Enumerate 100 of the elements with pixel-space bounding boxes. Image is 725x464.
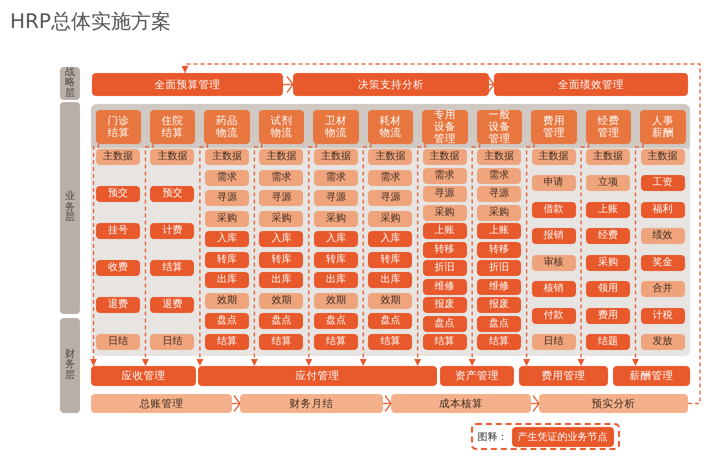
process-box: 薪酬管理 xyxy=(613,366,690,386)
column-header: 一般设备管理 xyxy=(476,110,522,144)
task-box: 寻源 xyxy=(259,190,304,206)
task-box: 寻源 xyxy=(314,190,358,206)
layer-band: 财务层 xyxy=(60,318,80,413)
task-box: 上账 xyxy=(422,223,467,239)
task-box: 主数据 xyxy=(532,149,576,165)
task-box: 日结 xyxy=(96,334,140,350)
task-box: 报废 xyxy=(422,297,467,313)
task-box: 主数据 xyxy=(586,149,630,165)
column-header: 费用管理 xyxy=(531,110,577,144)
task-box: 效期 xyxy=(204,292,249,309)
task-box: 上账 xyxy=(586,202,630,218)
task-box: 奖金 xyxy=(640,254,684,271)
column-header: 专用设备管理 xyxy=(422,110,468,144)
task-box: 主数据 xyxy=(640,149,684,165)
task-box: 挂号 xyxy=(96,223,140,239)
process-box: 应付管理 xyxy=(198,366,437,386)
legend-swatch: 产生凭证的业务节点 xyxy=(512,426,614,446)
task-box: 维修 xyxy=(422,278,467,294)
column-header: 耗材物流 xyxy=(368,110,414,144)
task-box: 主数据 xyxy=(368,149,412,165)
task-box: 出库 xyxy=(314,272,358,288)
task-box: 盘点 xyxy=(204,313,249,330)
task-box: 结算 xyxy=(368,334,412,350)
task-box: 需求 xyxy=(314,170,358,186)
dashed-arrow xyxy=(196,144,208,366)
task-box: 出库 xyxy=(368,272,412,288)
chevron-arrow xyxy=(487,76,495,94)
dashed-arrow xyxy=(632,144,644,366)
task-box: 转库 xyxy=(314,252,358,268)
dashed-arrow xyxy=(414,144,426,366)
task-box: 核销 xyxy=(532,281,576,298)
task-box: 结算 xyxy=(314,334,358,350)
task-box: 需求 xyxy=(204,170,249,186)
task-box: 主数据 xyxy=(477,149,522,165)
task-box: 上账 xyxy=(477,223,522,239)
task-box: 折旧 xyxy=(477,260,522,276)
task-box: 转库 xyxy=(368,252,412,268)
task-box: 寻源 xyxy=(204,190,249,206)
task-box: 采购 xyxy=(477,204,522,220)
task-box: 计税 xyxy=(640,308,684,324)
task-box: 入库 xyxy=(259,231,304,248)
task-box: 盘点 xyxy=(477,316,522,332)
task-box: 绩效 xyxy=(640,228,684,244)
task-box: 预交 xyxy=(150,186,194,202)
column-header: 人事薪酬 xyxy=(640,110,686,144)
task-box: 主数据 xyxy=(150,149,194,165)
chevron-arrow xyxy=(531,394,540,412)
dashed-arrow xyxy=(523,144,535,366)
task-box: 合并 xyxy=(640,281,684,298)
process-box: 费用管理 xyxy=(519,366,608,386)
task-box: 结算 xyxy=(150,260,194,276)
task-box: 报销 xyxy=(532,228,576,244)
column-header: 经费管理 xyxy=(586,110,632,144)
task-box: 申请 xyxy=(532,175,576,192)
process-box: 成本核算 xyxy=(391,394,531,413)
task-box: 采购 xyxy=(586,254,630,271)
task-box: 结算 xyxy=(259,334,304,350)
task-box: 采购 xyxy=(314,210,358,227)
task-box: 采购 xyxy=(368,210,412,227)
task-box: 费用 xyxy=(586,308,630,324)
task-box: 寻源 xyxy=(368,190,412,206)
task-box: 领用 xyxy=(586,281,630,298)
task-box: 工资 xyxy=(640,175,684,192)
task-box: 立项 xyxy=(586,175,630,192)
task-box: 结算 xyxy=(477,334,522,350)
process-box: 资产管理 xyxy=(440,366,514,386)
task-box: 效期 xyxy=(368,292,412,309)
task-box: 结算 xyxy=(204,334,249,350)
task-box: 盘点 xyxy=(422,316,467,332)
task-box: 寻源 xyxy=(422,186,467,202)
task-box: 主数据 xyxy=(204,149,249,165)
task-box: 主数据 xyxy=(314,149,358,165)
task-box: 结算 xyxy=(422,334,467,350)
column-header: 卫材物流 xyxy=(313,110,359,144)
chevron-arrow xyxy=(232,394,241,412)
task-box: 转库 xyxy=(204,252,249,268)
chevron-arrow xyxy=(283,76,294,94)
task-box: 入库 xyxy=(314,231,358,248)
task-box: 盘点 xyxy=(259,313,304,330)
column-header: 门诊结算 xyxy=(96,110,141,144)
task-box: 效期 xyxy=(314,292,358,309)
task-box: 出库 xyxy=(204,272,249,288)
dashed-arrow xyxy=(360,144,372,366)
task-box: 付款 xyxy=(532,308,576,324)
task-box: 经费 xyxy=(586,228,630,244)
process-box: 全面预算管理 xyxy=(92,73,283,96)
task-box: 借款 xyxy=(532,202,576,218)
task-box: 采购 xyxy=(204,210,249,227)
task-box: 入库 xyxy=(204,231,249,248)
dashed-arrow xyxy=(578,144,590,366)
legend-title: 图释： xyxy=(478,430,508,444)
dashed-arrow xyxy=(305,144,317,366)
task-box: 需求 xyxy=(477,168,522,184)
task-box: 预交 xyxy=(96,186,140,202)
task-box: 日结 xyxy=(532,334,576,350)
layer-band: 战略层 xyxy=(60,67,80,100)
task-box: 结题 xyxy=(586,334,630,350)
task-box: 入库 xyxy=(368,231,412,248)
